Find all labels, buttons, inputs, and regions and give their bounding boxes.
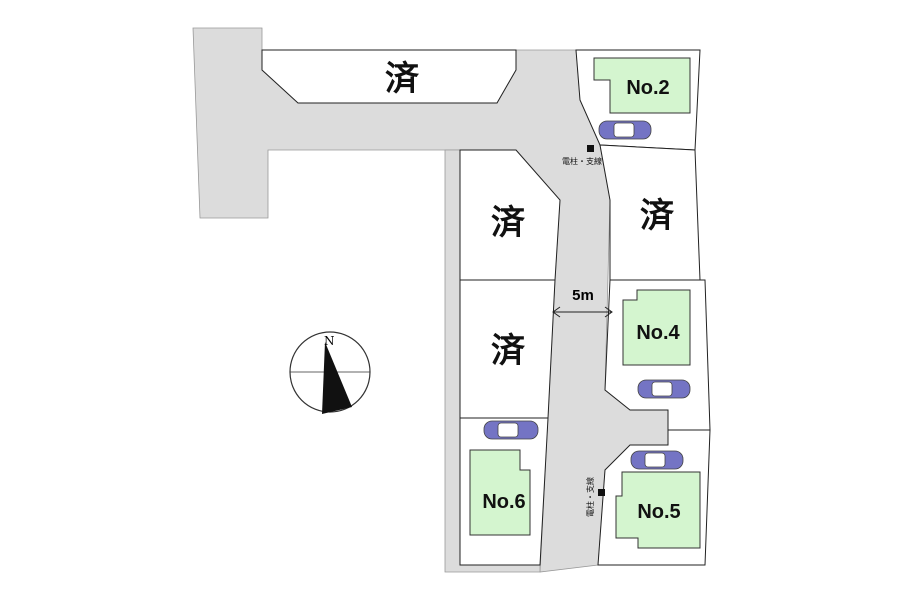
lot-left-sold-2-label: 済 xyxy=(491,332,526,370)
road-width-arrow xyxy=(552,306,613,318)
lot-top xyxy=(261,49,517,104)
lot-left-sold-1-label: 済 xyxy=(491,204,526,242)
compass-icon: N xyxy=(289,331,371,414)
pole-label-top: 電柱・支線 xyxy=(562,156,602,166)
road-width-label: 5m xyxy=(572,287,594,304)
house-no2 xyxy=(593,57,691,114)
lot-no5-label: No.5 xyxy=(637,501,680,523)
lot-top-label: 済 xyxy=(385,60,420,98)
pole-icon xyxy=(587,145,594,152)
compass-north-label: N xyxy=(324,334,335,348)
lot-no4-label: No.4 xyxy=(636,322,680,344)
lot-left-sold-1 xyxy=(459,149,561,281)
pole-label-bottom: 電柱・支線 xyxy=(585,477,595,517)
lot-right-sold-label: 済 xyxy=(640,197,675,235)
car-icon xyxy=(598,120,652,140)
car-icon xyxy=(630,450,684,470)
pole-icon xyxy=(598,489,605,496)
house-no4 xyxy=(622,289,691,366)
car-icon xyxy=(637,379,691,399)
house-no5 xyxy=(615,471,701,549)
car-icon xyxy=(483,420,539,440)
house-no6 xyxy=(469,449,531,536)
lot-no6-label: No.6 xyxy=(482,491,525,513)
lot-no2-label: No.2 xyxy=(626,77,669,99)
